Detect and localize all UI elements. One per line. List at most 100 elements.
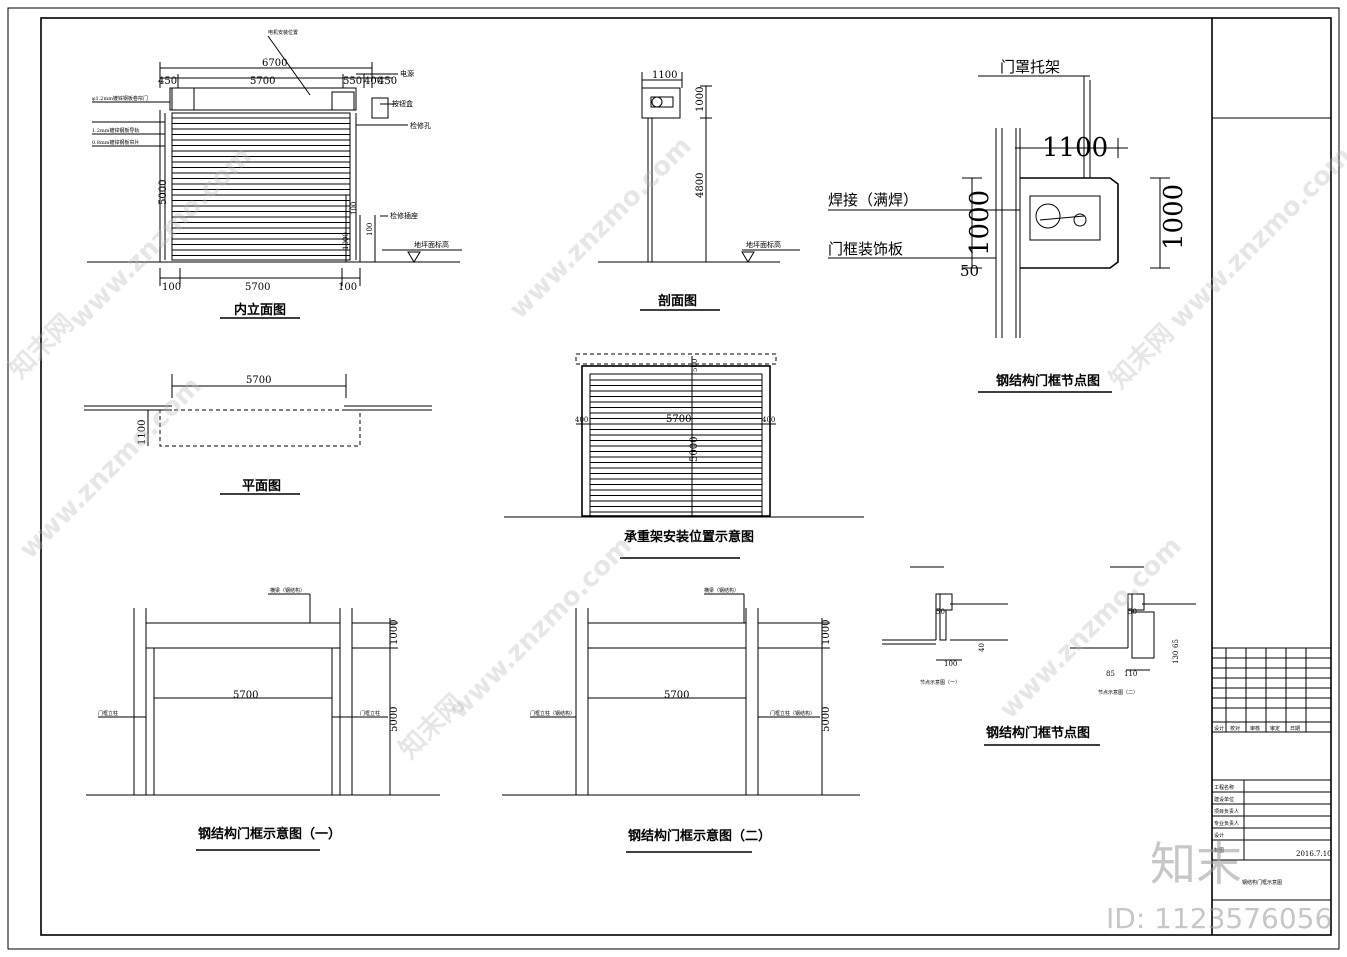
sec-dim-box: 1000 [695, 87, 706, 112]
ie-label-power: 电源 [400, 69, 414, 78]
plan-title: 平面图 [242, 479, 281, 494]
nd-dim-small: 50 [960, 262, 979, 280]
nd2-title: 钢结构门框节点图 [986, 725, 1090, 741]
ie-dim-side-2: 1000 [342, 232, 350, 250]
wm-site-3: www.znzmo.com [1164, 141, 1347, 335]
wm-site-6: www.znzmo.com [994, 531, 1188, 725]
tb-row-3: 项目负责人 [1214, 808, 1239, 815]
ie-dim-left: 450 [158, 76, 177, 87]
f2-label-beam: 横梁（钢结构） [704, 587, 739, 594]
plan-dim-depth: 1100 [137, 420, 148, 445]
nd-dim-left: 1000 [965, 190, 995, 256]
ie-dim-side-3: 100 [366, 223, 374, 236]
title-block [1211, 18, 1331, 935]
ie-dim-clear: 5700 [250, 76, 275, 87]
tb-row-2: 建设单位 [1214, 796, 1234, 803]
plan-dim-width: 5700 [246, 375, 271, 386]
nd-label-trim: 门框装饰板 [828, 240, 903, 258]
nd-title: 钢结构门框节点图 [996, 373, 1100, 389]
nd2-dim-1a: 50 [936, 608, 945, 616]
tb-header-1: 设计 [1214, 725, 1224, 732]
ie-dim-bottom-right: 100 [338, 282, 357, 293]
plan-drawing [84, 374, 432, 495]
ie-label-button-box: 按钮盒 [392, 99, 413, 108]
nd2-sub-1: 节点示意图（一） [920, 679, 960, 686]
wm-logo: 知末 [1150, 837, 1242, 891]
tb-header-4: 审定 [1270, 725, 1280, 732]
nd2-dim-1c: 100 [944, 660, 957, 668]
ie-note-slat: 0.8mm镀锌钢板帘片 [92, 139, 139, 146]
ie-dim-right-1: 550 [343, 76, 362, 87]
f2-dim-top: 1000 [821, 620, 832, 645]
wm-id: ID: 1123576056 [1106, 902, 1332, 935]
tb-header-2: 校对 [1230, 725, 1240, 732]
f1-label-beam: 横梁（钢结构） [270, 587, 305, 594]
bp-title: 承重架安装位置示意图 [624, 529, 754, 545]
bracket-position-drawing [504, 353, 864, 559]
sec-label-floor: 地坪面标高 [746, 240, 781, 249]
nd2-dim-2c: 130 [1172, 651, 1180, 664]
ie-dim-height: 5000 [158, 180, 169, 205]
ie-dim-total: 6700 [262, 58, 287, 69]
bp-dim-right: 400 [762, 416, 775, 424]
f1-label-post-left: 门框立柱 [98, 710, 118, 717]
nd2-dim-2b: 65 [1172, 639, 1180, 648]
nd-dim-right: 1000 [1159, 184, 1189, 250]
bp-dim-top: 500 [691, 359, 699, 372]
nd2-dim-2d: 85 [1106, 670, 1115, 678]
wm-brand-1: 知末网 [4, 309, 80, 385]
nd2-dim-1b: 40 [978, 643, 986, 652]
ie-label-floor-level: 地坪面标高 [414, 240, 449, 249]
tb-row-6: 制图 [1214, 847, 1224, 854]
ie-dim-side-1: 100 [350, 202, 358, 215]
nd-label-weld: 焊接（满焊） [828, 191, 918, 209]
tb-drawing-name: 钢结构门框示意图 [1242, 879, 1282, 886]
f1-dim-width: 5700 [233, 690, 258, 701]
outer-border [7, 7, 1340, 950]
ie-note-motor: 电机安装位置 [268, 29, 298, 36]
node-detail-top-drawing [828, 75, 1170, 393]
f2-dim-height: 5000 [821, 707, 832, 732]
inner-border [40, 17, 1332, 936]
interior-elevation-drawing [87, 35, 462, 319]
tb-row-5: 设计 [1214, 832, 1224, 839]
nd2-dim-2e: 110 [1124, 670, 1137, 678]
tb-header-5: 日期 [1290, 726, 1300, 732]
f1-label-post-right: 门框立柱 [360, 710, 380, 717]
nd2-dim-2a: 50 [1128, 608, 1137, 616]
ie-dim-right-3: 450 [378, 76, 397, 87]
tb-row-4: 专业负责人 [1214, 820, 1239, 827]
sec-title: 剖面图 [658, 293, 697, 309]
ie-dim-bottom-left: 100 [162, 282, 181, 293]
tb-date: 2016.7.10 [1296, 850, 1332, 858]
frame-2-drawing [502, 593, 860, 853]
tb-row-1: 工程名称 [1214, 784, 1234, 791]
f2-label-post-right: 门框立柱（钢结构） [770, 710, 815, 717]
f1-title: 钢结构门框示意图（一） [198, 826, 341, 842]
wm-site-1: www.znzmo.com [64, 141, 258, 335]
wm-site-5: www.znzmo.com [444, 531, 638, 725]
bp-dim-left: 400 [575, 416, 588, 424]
f1-dim-height: 5000 [389, 707, 400, 732]
wm-site-4: www.znzmo.com [14, 371, 208, 565]
f2-label-post-left: 门框立柱（钢结构） [530, 710, 575, 717]
ie-note-door: φ1.2mm镀锌钢板卷帘门 [92, 95, 148, 102]
nd-label-bracket: 门罩托架 [1000, 58, 1060, 76]
ie-title: 内立面图 [234, 302, 286, 318]
node-detail-bottom-drawing [882, 566, 1196, 746]
wm-brand-2: 知末网 [1104, 319, 1180, 395]
ie-note-rail: 1.2mm镀锌钢板导轨 [92, 127, 139, 134]
ie-dim-right-2: 400 [364, 76, 383, 87]
wm-brand-3: 知末网 [394, 689, 470, 765]
nd-dim-width: 1100 [1042, 133, 1108, 163]
ie-dim-bottom-clear: 5700 [245, 282, 270, 293]
ie-label-socket: 检修插座 [390, 211, 418, 220]
f1-dim-top: 1000 [389, 620, 400, 645]
ie-label-inspection-hole: 检修孔 [410, 121, 431, 130]
nd2-sub-2: 节点示意图（二） [1098, 689, 1138, 696]
section-drawing [598, 72, 800, 311]
bp-dim-height: 5000 [689, 437, 700, 462]
bp-dim-width: 5700 [666, 414, 691, 425]
sec-dim-height: 4800 [695, 173, 706, 198]
